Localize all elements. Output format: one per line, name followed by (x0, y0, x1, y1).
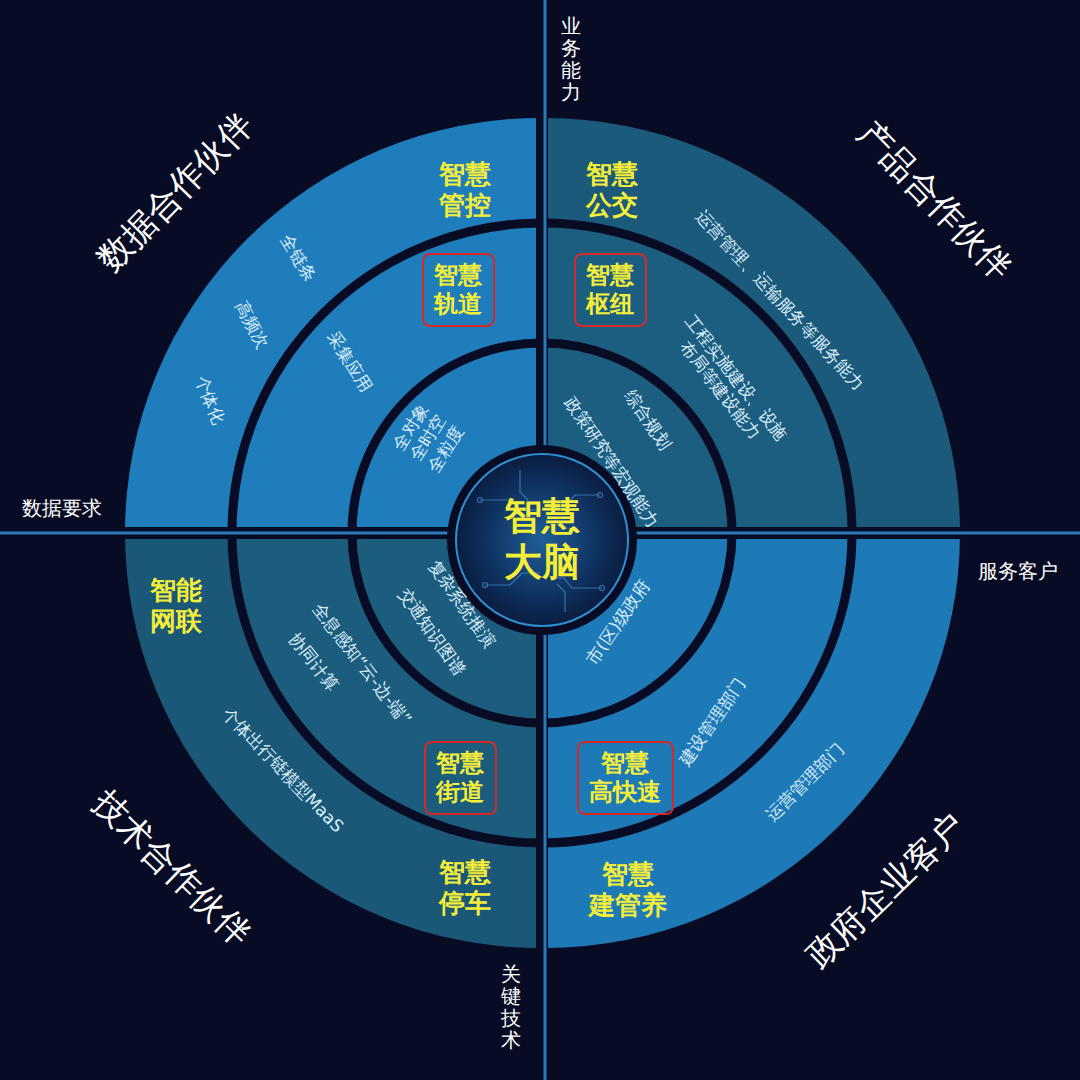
highlight-box: 智慧 高快速 (577, 741, 674, 815)
highlight-box: 智慧 街道 (424, 741, 497, 815)
partner-title: 技术合作伙伴 (84, 782, 259, 953)
ring-text: 市(区)级政府 (582, 576, 654, 669)
ring-heading: 智慧 停车 (436, 857, 493, 919)
ring-text: 个体化 (191, 373, 229, 428)
box-title: 智慧 街道 (434, 749, 487, 807)
circuit-pattern (478, 470, 605, 612)
center-circle: 智慧 大脑 (456, 454, 628, 626)
ring-text: 高频次 (231, 298, 273, 353)
partner-title: 产品合作伙伴 (849, 112, 1020, 287)
ring-heading: 智慧 建管养 (586, 859, 669, 921)
center-title: 智慧 大脑 (500, 494, 584, 585)
box-title: 智慧 高快速 (587, 749, 664, 807)
partner-title: 数据合作伙伴 (89, 104, 260, 279)
ring-text: 采集应用 (323, 328, 376, 396)
ring-text: 建设管理部门 (674, 674, 749, 769)
ring-text: 全链条 (276, 231, 320, 285)
ring-heading: 智能 网联 (147, 575, 204, 637)
partner-title: 政府企业客户 (797, 804, 972, 975)
ring-text: 运营管理部门 (762, 739, 849, 826)
axis-label: 服务客户 (978, 559, 1058, 583)
ring-text: 综合规划 (621, 386, 676, 454)
ring-heading: 智慧 管控 (436, 159, 493, 221)
ring-text: 全对象 全时空 全粒度 (387, 398, 469, 478)
ring-heading: 智慧 公交 (583, 159, 640, 221)
axis-label: 关键技术 (501, 963, 521, 1051)
axis-label: 数据要求 (22, 496, 102, 520)
box-title: 智慧 轨道 (432, 261, 485, 319)
highlight-box: 智慧 轨道 (422, 253, 495, 327)
box-title: 智慧 枢纽 (584, 261, 637, 319)
axis-label: 业务能力 (561, 15, 581, 103)
highlight-box: 智慧 枢纽 (574, 253, 647, 327)
ring-text: 工程实施建设、设施布局等建设能力 (664, 310, 792, 458)
brain-disc (456, 454, 628, 626)
ring-text: 个体出行链模型MaaS (218, 703, 347, 836)
